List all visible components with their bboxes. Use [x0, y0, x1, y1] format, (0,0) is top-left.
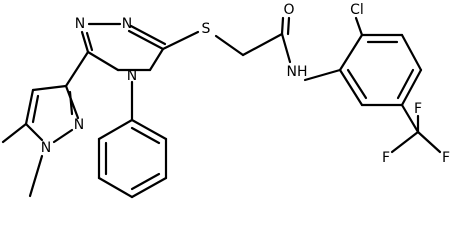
atom-labels: N N N S O NH Cl F F F N N [41, 2, 450, 166]
atom-n-pyrazole-2: N [74, 117, 84, 133]
atom-n-triazole-4: N [127, 68, 137, 84]
n-phenyl-ring [97, 80, 168, 199]
pyrazole-ring [1, 50, 90, 198]
atom-oxygen: O [283, 2, 294, 18]
atom-fluorine-left: F [382, 150, 390, 166]
triazole-ring [80, 22, 167, 72]
trifluoromethyl-group [390, 103, 442, 154]
thioether-linker [161, 30, 284, 57]
atom-chlorine: Cl [350, 2, 364, 18]
chlorophenyl-ring [338, 16, 423, 107]
atom-sulfur: S [202, 21, 211, 37]
structure-diagram: N N N S O NH Cl F F F N N [1, 2, 450, 199]
atom-amide-nh: NH [287, 64, 308, 80]
atom-n-triazole-2: N [122, 16, 132, 32]
atom-fluorine-right: F [442, 150, 450, 166]
atom-n-pyrazole-1: N [41, 140, 51, 156]
atom-fluorine-top: F [414, 101, 422, 117]
atom-n-triazole-1: N [75, 16, 85, 32]
amide-group [280, 16, 342, 82]
